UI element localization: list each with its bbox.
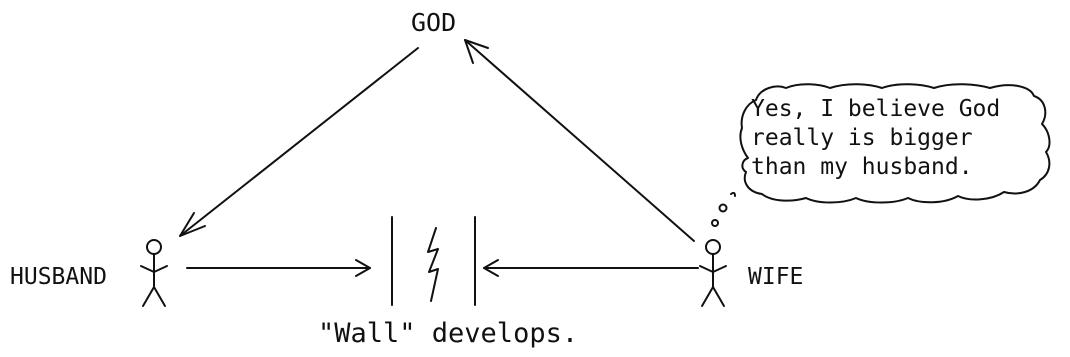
thought-bubble-cloud [739,83,1051,204]
wife-figure [699,239,727,307]
thought-bubble-dots [711,191,736,227]
arrow-god-to-husband [179,47,419,237]
wall-crack [427,227,439,302]
thought-line: Yes, I believe God [751,96,1001,122]
thought-line: really is bigger [751,125,973,151]
thought-bubble-text: Yes, I believe God really is bigger than… [751,95,1000,182]
god-label: GOD [411,8,457,37]
thought-line: than my husband. [751,154,973,180]
wall [391,216,476,306]
wall-caption: "Wall" develops. [318,318,579,349]
arrow-husband-to-wall [186,259,371,277]
arrow-wife-to-god [464,39,695,242]
husband-label: HUSBAND [10,264,107,290]
husband-figure [140,239,168,307]
wife-label: WIFE [748,264,804,290]
arrow-wife-to-wall [483,259,699,277]
